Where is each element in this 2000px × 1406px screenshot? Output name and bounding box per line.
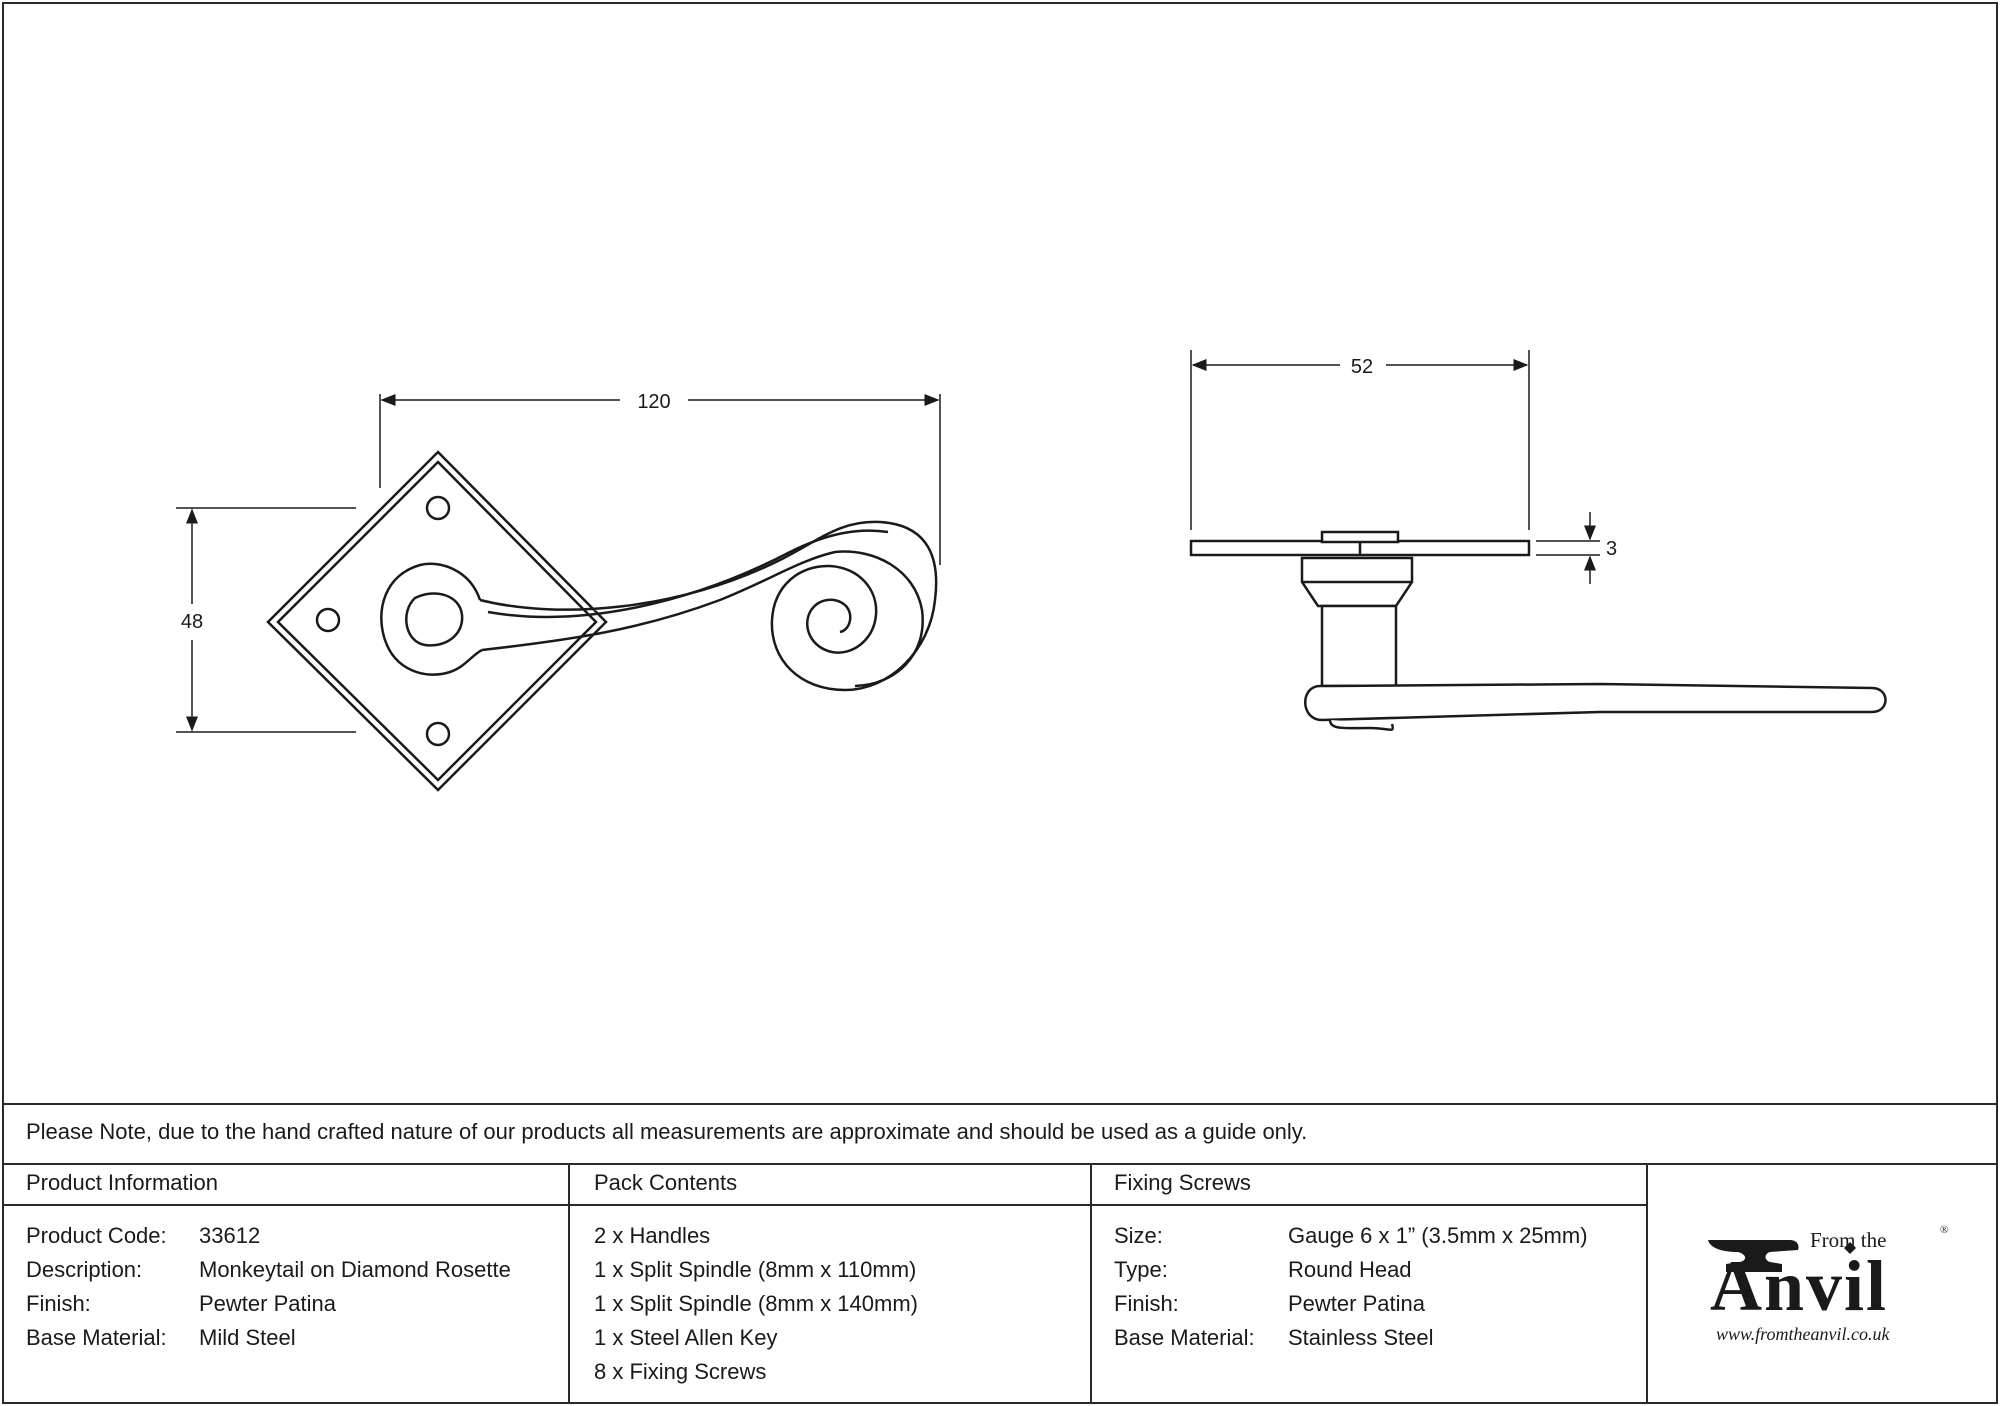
side-thickness-label: 3 xyxy=(1606,538,1617,560)
column-divider-1 xyxy=(568,1163,570,1404)
description-label: Description: xyxy=(26,1257,143,1282)
logo-brand: Anvil xyxy=(1710,1246,1889,1326)
base-material-label: Base Material: xyxy=(26,1325,167,1350)
column-divider-3 xyxy=(1646,1163,1648,1404)
from-the-anvil-logo: From the ® Anvil www.fromtheanvil.co.uk xyxy=(1700,1224,1960,1348)
front-width-label: 120 xyxy=(637,391,670,413)
measurement-note: Please Note, due to the hand crafted nat… xyxy=(26,1119,1308,1144)
screw-material-label: Base Material: xyxy=(1114,1325,1255,1350)
description-value: Monkeytail on Diamond Rosette xyxy=(199,1257,511,1282)
anvil-icon xyxy=(1708,1240,1856,1272)
side-thickness-dimension xyxy=(1536,512,1600,584)
front-view xyxy=(266,450,938,792)
screw-finish-label: Finish: xyxy=(1114,1291,1179,1316)
screw-type-label: Type: xyxy=(1114,1257,1168,1282)
side-width-dimension xyxy=(1190,350,1530,530)
screw-hole-left xyxy=(315,607,341,633)
logo-url: www.fromtheanvil.co.uk xyxy=(1716,1324,1890,1344)
lever-side xyxy=(1304,682,1887,722)
list-item: 8 x Fixing Screws xyxy=(594,1359,767,1384)
list-item: 1 x Steel Allen Key xyxy=(594,1325,778,1350)
screw-type-value: Round Head xyxy=(1288,1257,1412,1282)
screw-hole-top xyxy=(425,495,451,521)
side-view xyxy=(1189,530,1887,731)
front-width-dimension xyxy=(379,394,941,565)
spindle-cap xyxy=(1320,530,1400,544)
logo-registered: ® xyxy=(1940,1224,1949,1236)
front-height-label: 48 xyxy=(181,611,203,633)
screw-material-value: Stainless Steel xyxy=(1288,1325,1434,1350)
product-code-label: Product Code: xyxy=(26,1223,167,1248)
list-item: 1 x Split Spindle (8mm x 140mm) xyxy=(594,1291,918,1316)
screw-size-label: Size: xyxy=(1114,1223,1163,1248)
lever-underside xyxy=(1328,719,1394,731)
table-top-border xyxy=(2,1103,1998,1105)
list-item: 1 x Split Spindle (8mm x 110mm) xyxy=(594,1257,917,1282)
pack-contents-header: Pack Contents xyxy=(594,1170,738,1195)
screw-size-value: Gauge 6 x 1” (3.5mm x 25mm) xyxy=(1288,1223,1588,1248)
screw-hole-bottom xyxy=(425,721,451,747)
column-divider-2 xyxy=(1090,1163,1092,1404)
list-item: 2 x Handles xyxy=(594,1223,711,1248)
side-width-label: 52 xyxy=(1351,356,1373,378)
logo-from-the: From the xyxy=(1810,1228,1887,1252)
lever-arm xyxy=(479,520,938,692)
note-divider xyxy=(2,1163,1998,1165)
handle-boss xyxy=(380,562,483,676)
finish-label: Finish: xyxy=(26,1291,91,1316)
product-code-value: 33612 xyxy=(199,1223,261,1248)
neck-shaft xyxy=(1320,604,1398,688)
screw-finish-value: Pewter Patina xyxy=(1288,1291,1425,1316)
header-divider xyxy=(2,1204,1646,1206)
lever-arm-lower xyxy=(481,550,924,688)
product-info-header: Product Information xyxy=(26,1170,218,1195)
handle-boss-hole xyxy=(405,592,464,647)
base-material-value: Mild Steel xyxy=(199,1325,296,1350)
diamond-rosette-inner xyxy=(276,460,598,782)
finish-value: Pewter Patina xyxy=(199,1291,336,1316)
front-height-dimension xyxy=(176,507,356,733)
fixing-screws-header: Fixing Screws xyxy=(1114,1170,1251,1195)
lever-arm-upper-edge xyxy=(487,529,889,619)
